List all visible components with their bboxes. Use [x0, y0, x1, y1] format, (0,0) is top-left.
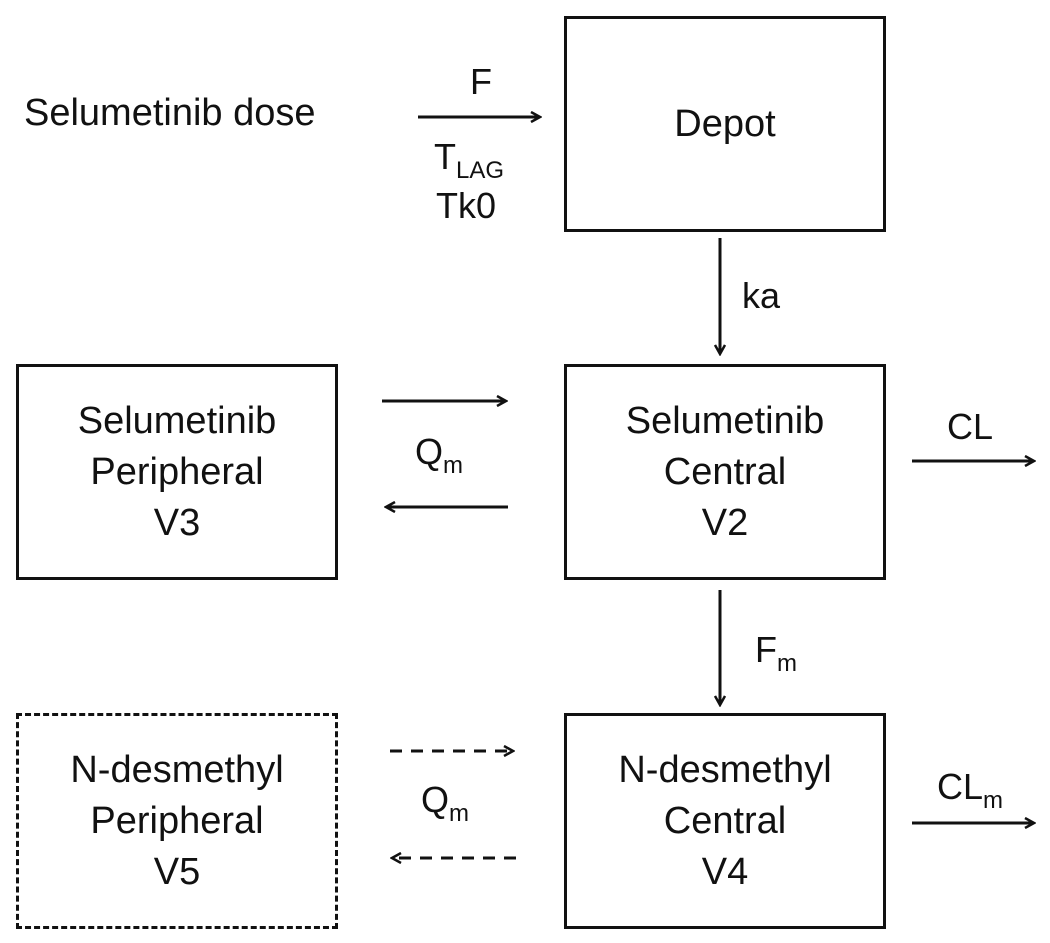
n-desmethyl-peripheral-volume: V5: [153, 850, 201, 893]
selumetinib-central-box: Selumetinib Central V2: [564, 364, 886, 580]
depot-label: Depot: [674, 102, 776, 145]
metabolite-fraction-label: Fm: [755, 629, 797, 678]
n-desmethyl-peripheral-compartment: Peripheral: [90, 799, 264, 842]
selumetinib-peripheral-volume: V3: [153, 501, 201, 544]
metabolite-intercompartmental-clearance-label: Qm: [421, 779, 470, 828]
n-desmethyl-central-box: N-desmethyl Central V4: [564, 713, 886, 929]
clm-subscript: m: [983, 787, 1004, 814]
absorption-rate-label: ka: [742, 275, 781, 316]
metab-q-symbol: Q: [421, 779, 450, 820]
selumetinib-peripheral-compartment: Peripheral: [90, 450, 264, 493]
metab-q-subscript: m: [449, 800, 470, 827]
selumetinib-peripheral-box: Selumetinib Peripheral V3: [16, 364, 338, 580]
n-desmethyl-central-compartment: Central: [663, 799, 787, 842]
n-desmethyl-peripheral-box: N-desmethyl Peripheral V5: [16, 713, 338, 929]
lag-time-symbol: T: [434, 136, 456, 177]
n-desmethyl-central-volume: V4: [701, 850, 749, 893]
metabolite-clearance-label: CLm: [937, 766, 1004, 815]
lag-time-label: TLAG: [434, 136, 505, 185]
parent-intercompartmental-clearance-label: Qm: [415, 431, 464, 480]
bioavailability-label: F: [470, 61, 492, 102]
n-desmethyl-peripheral-name: N-desmethyl: [70, 748, 284, 791]
depot-box: Depot: [564, 16, 886, 232]
n-desmethyl-central-name: N-desmethyl: [618, 748, 832, 791]
zero-order-duration-label: Tk0: [436, 185, 497, 226]
clm-symbol: CL: [937, 766, 984, 807]
clearance-label: CL: [947, 406, 994, 447]
lag-time-subscript: LAG: [456, 157, 505, 184]
selumetinib-central-volume: V2: [701, 501, 749, 544]
dose-label: Selumetinib dose: [24, 92, 316, 134]
fm-subscript: m: [777, 650, 797, 677]
selumetinib-peripheral-name: Selumetinib: [77, 399, 277, 442]
parent-q-symbol: Q: [415, 431, 444, 472]
fm-symbol: F: [755, 629, 777, 670]
parent-q-subscript: m: [443, 452, 464, 479]
selumetinib-central-compartment: Central: [663, 450, 787, 493]
selumetinib-central-name: Selumetinib: [625, 399, 825, 442]
